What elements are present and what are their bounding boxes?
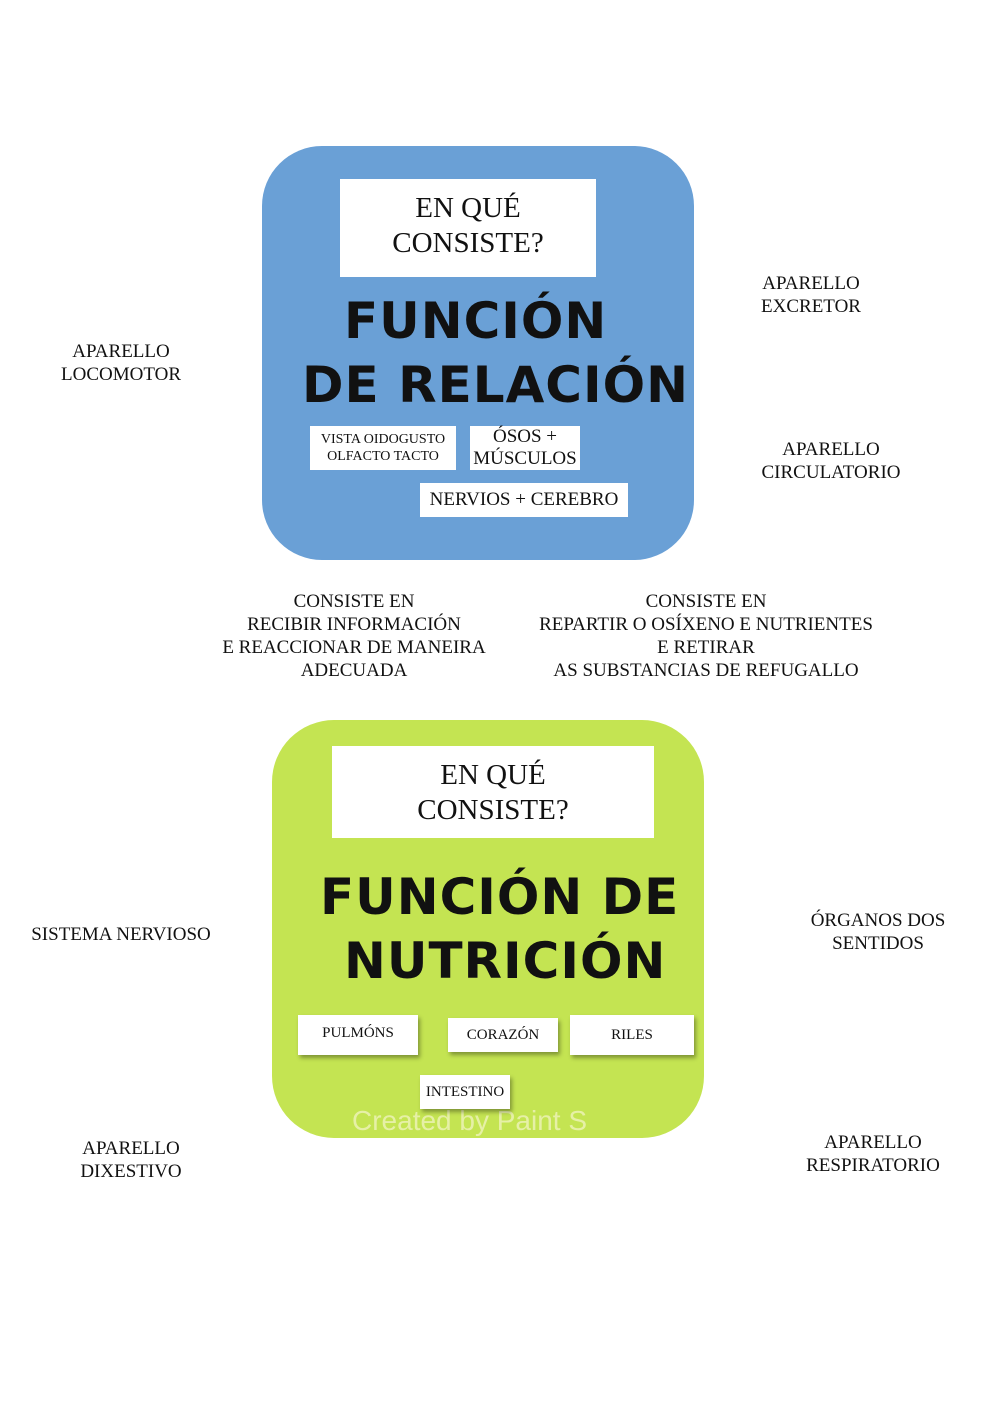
nutricion-question-line2: CONSISTE?: [417, 794, 569, 826]
chip-sentidos-line1: VISTA OIDOGUSTO: [320, 432, 446, 447]
description-relacion[interactable]: CONSISTE EN RECIBIR INFORMACIÓN E REACCI…: [212, 590, 496, 682]
chip-osos-line1: ÓSOS +: [492, 426, 558, 447]
relacion-question-line1: EN QUÉ: [415, 192, 521, 224]
relacion-title-line1: FUNCIÓN: [344, 292, 608, 350]
label-locomotor-line1: APARELLO: [72, 341, 170, 362]
description-relacion-line1: CONSISTE EN: [293, 591, 415, 612]
description-nutricion-line3: E RETIRAR: [657, 637, 755, 658]
description-nutricion-line2: REPARTIR O OSÍXENO E NUTRIENTES: [539, 614, 873, 635]
chip-pulmons[interactable]: PULMÓNS: [298, 1015, 418, 1055]
chip-sentidos[interactable]: VISTA OIDOGUSTO OLFACTO TACTO: [310, 426, 456, 470]
description-relacion-line4: ADECUADA: [300, 660, 408, 681]
label-aparello-excretor[interactable]: APARELLO EXCRETOR: [752, 272, 870, 318]
chip-osos-line2: MÚSCULOS: [473, 448, 577, 469]
watermark: Created by Paint S: [352, 1105, 588, 1136]
description-nutricion-line1: CONSISTE EN: [645, 591, 767, 612]
nutricion-question-line1: EN QUÉ: [440, 759, 546, 791]
chip-intestino[interactable]: INTESTINO: [420, 1075, 510, 1109]
label-circulatorio-line1: APARELLO: [782, 439, 880, 460]
description-relacion-line3: E REACCIONAR DE MANEIRA: [222, 637, 486, 658]
label-dixestivo-line1: APARELLO: [82, 1138, 180, 1159]
label-organos-line1: ÓRGANOS DOS: [810, 910, 946, 931]
chip-riles[interactable]: RILES: [570, 1015, 694, 1055]
description-relacion-line2: RECIBIR INFORMACIÓN: [247, 614, 461, 635]
chip-sentidos-line2: OLFACTO TACTO: [327, 449, 439, 464]
label-circulatorio-line2: CIRCULATORIO: [761, 462, 901, 483]
label-locomotor-line2: LOCOMOTOR: [61, 364, 181, 385]
label-sistema-nervioso[interactable]: SISTEMA NERVIOSO: [31, 924, 211, 945]
label-organos-dos-sentidos[interactable]: ÓRGANOS DOS SENTIDOS: [800, 909, 956, 955]
label-dixestivo-line2: DIXESTIVO: [80, 1161, 182, 1182]
label-aparello-circulatorio[interactable]: APARELLO CIRCULATORIO: [754, 438, 908, 484]
relacion-question-box: EN QUÉ CONSISTE?: [340, 179, 596, 277]
nutricion-question-box: EN QUÉ CONSISTE?: [332, 746, 654, 838]
label-aparello-locomotor[interactable]: APARELLO LOCOMOTOR: [58, 340, 184, 386]
label-aparello-dixestivo[interactable]: APARELLO DIXESTIVO: [74, 1137, 188, 1183]
label-excretor-line1: APARELLO: [762, 273, 860, 294]
label-excretor-line2: EXCRETOR: [761, 296, 861, 317]
label-respiratorio-line1: APARELLO: [824, 1132, 922, 1153]
chip-nervios-cerebro[interactable]: NERVIOS + CEREBRO: [420, 483, 628, 517]
chip-corazon[interactable]: CORAZÓN: [448, 1018, 558, 1052]
label-aparello-respiratorio[interactable]: APARELLO RESPIRATORIO: [798, 1131, 948, 1177]
chip-osos-musculos[interactable]: ÓSOS + MÚSCULOS: [470, 426, 580, 470]
label-organos-line2: SENTIDOS: [832, 933, 924, 954]
relacion-question-line2: CONSISTE?: [392, 227, 544, 259]
description-nutricion[interactable]: CONSISTE EN REPARTIR O OSÍXENO E NUTRIEN…: [526, 590, 886, 682]
relacion-title-line2: DE RELACIÓN: [302, 356, 689, 414]
description-nutricion-line4: AS SUBSTANCIAS DE REFUGALLO: [553, 660, 859, 681]
label-respiratorio-line2: RESPIRATORIO: [806, 1155, 940, 1176]
nutricion-title-line2: NUTRICIÓN: [344, 932, 667, 990]
nutricion-title-line1: FUNCIÓN DE: [320, 868, 680, 926]
